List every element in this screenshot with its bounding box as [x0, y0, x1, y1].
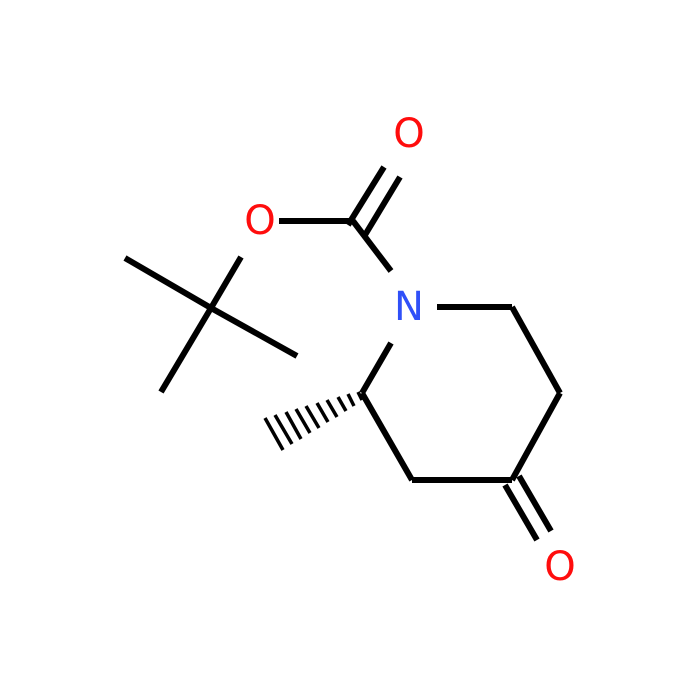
hashed-wedge-methyl — [263, 391, 364, 451]
atom-label-ketone-oxygen: O — [544, 544, 575, 590]
bond-c5-to-c4 — [509, 391, 563, 482]
atom-label-carbonyl-oxygen: O — [393, 111, 424, 157]
bond-tbu-methyl-upper — [123, 255, 213, 311]
bond-ketone-double-a — [502, 483, 540, 542]
bond-c3-to-c2 — [359, 391, 415, 482]
bond-c6-to-c5 — [509, 305, 563, 395]
bond-tbu-to-ester-oxygen — [208, 255, 244, 310]
bond-carbonyl-double-b — [362, 175, 403, 237]
bond-carbonyl-double-a — [345, 165, 387, 227]
bond-tbu-methyl-right — [209, 305, 299, 359]
bond-tbu-methyl-lower — [158, 306, 214, 394]
atom-label-ester-oxygen: O — [244, 198, 275, 244]
bond-c2-to-nitrogen — [359, 341, 394, 395]
atom-label-ring-nitrogen: N — [394, 284, 424, 330]
bond-ketone-double-b — [516, 474, 554, 533]
bond-carbonyl-carbon-to-nitrogen — [350, 219, 394, 273]
